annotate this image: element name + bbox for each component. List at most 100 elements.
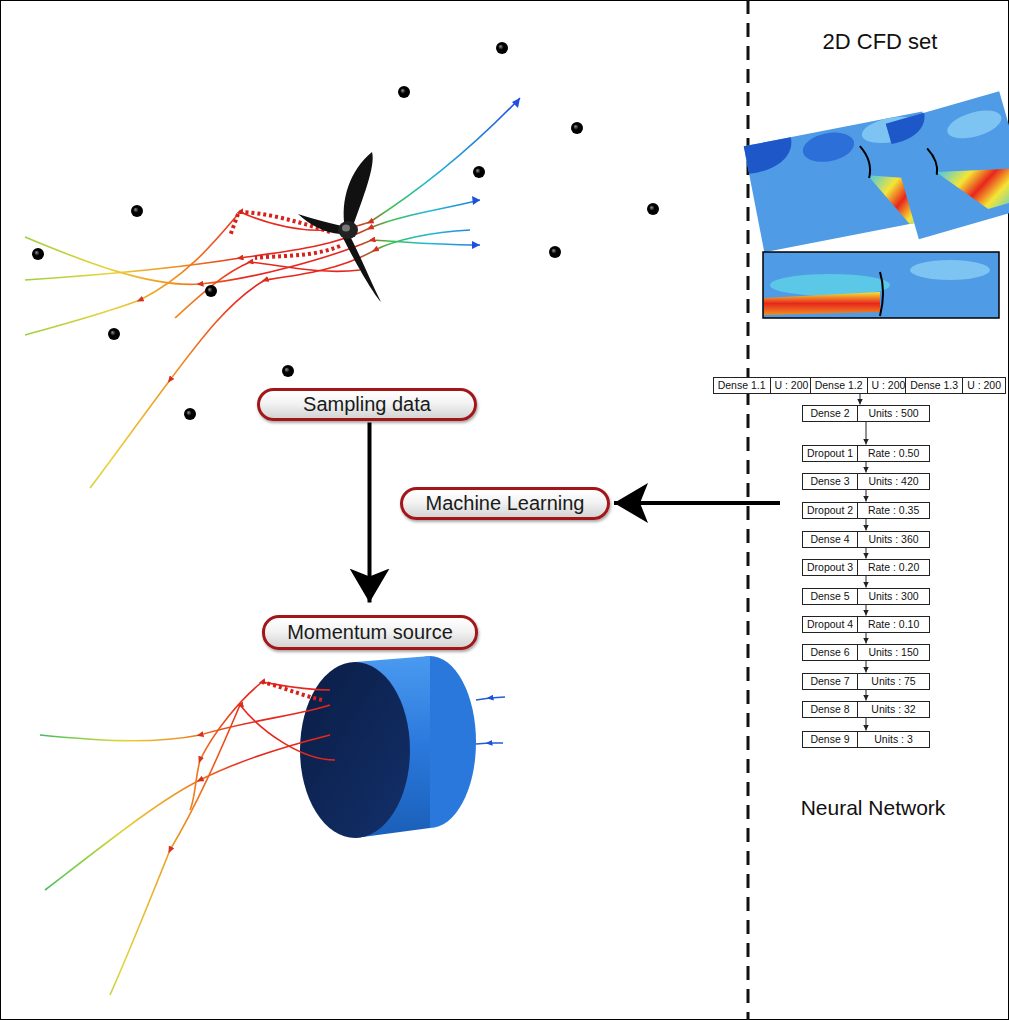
- momentum-disk: [300, 656, 476, 838]
- propeller: [342, 225, 350, 232]
- node-value: U : 200: [867, 378, 910, 393]
- node-title: Momentum source: [287, 621, 453, 644]
- node-title: Dense 4: [803, 532, 857, 547]
- layer-link: [866, 519, 867, 531]
- layer-link: [866, 690, 867, 701]
- layer-box: Dropout 1Rate : 0.50: [802, 445, 930, 462]
- node-title: Dense 7: [803, 674, 857, 689]
- node-title: Dense 1.2: [811, 378, 867, 393]
- cfd-image: [944, 105, 1004, 144]
- process-pill: Momentum source: [262, 615, 478, 650]
- probe-points: [647, 203, 659, 215]
- node-value: Units : 3: [857, 732, 929, 747]
- node-title: Machine Learning: [426, 492, 585, 515]
- disk-streamlines: [110, 705, 335, 995]
- layer-box: Dropout 4Rate : 0.10: [802, 616, 930, 633]
- streamlines: [25, 200, 480, 280]
- probe-points: [571, 122, 583, 134]
- probe-points: [496, 42, 508, 54]
- cfd-image: [744, 91, 1009, 318]
- layer-link: [859, 394, 860, 405]
- cfd-image: [886, 91, 1009, 239]
- streamlines: [90, 230, 470, 488]
- wake-dots: [230, 214, 238, 236]
- propeller: [344, 152, 373, 228]
- node-title: Dense 2: [803, 406, 857, 421]
- connectors: [370, 394, 867, 731]
- layer-box: Dense 5Units : 300: [802, 588, 930, 605]
- cfd-image: [880, 272, 883, 316]
- input-arrow: [614, 501, 780, 505]
- momentum-disk: [300, 662, 410, 838]
- layer-link: [866, 548, 867, 559]
- layer-box: Dense 2Units : 500: [802, 405, 930, 422]
- node-value: Units : 150: [857, 645, 929, 660]
- layer-box: Dense 6Units : 150: [802, 644, 930, 661]
- probe-points: [108, 328, 120, 340]
- layer-box: Dense 4Units : 360: [802, 531, 930, 548]
- cfd-image: [744, 137, 797, 174]
- cfd-image: [764, 292, 880, 315]
- layer-link: [866, 462, 867, 473]
- wake-dots: [230, 212, 340, 258]
- inflow-lines: [476, 743, 503, 744]
- node-title: Dense 3: [803, 474, 857, 489]
- node-title: Dense 5: [803, 589, 857, 604]
- layer-box: Dropout 2Rate : 0.35: [802, 502, 930, 519]
- inflow-lines: [476, 697, 505, 744]
- node-value: Units : 420: [857, 474, 929, 489]
- node-title: Dense 1.1: [714, 378, 770, 393]
- inflow-arrows: [472, 241, 480, 249]
- propeller: [338, 221, 358, 239]
- cfd-image: [936, 149, 1009, 220]
- layer-box: Dense 3Units : 420: [802, 473, 930, 490]
- node-value: Rate : 0.10: [857, 617, 929, 632]
- streamlines: [25, 98, 520, 335]
- caption-label: 2D CFD set: [823, 29, 938, 55]
- layer-link: [866, 661, 867, 673]
- inflow-arrows: [472, 98, 520, 249]
- streamlines: [25, 237, 480, 284]
- disk-streamlines: [40, 705, 330, 741]
- node-value: U : 200: [770, 378, 813, 393]
- wake-dots: [255, 246, 340, 258]
- node-title: Dense 9: [803, 732, 857, 747]
- layer-box: Dense 1.3U : 200: [905, 377, 1006, 394]
- node-value: Units : 360: [857, 532, 929, 547]
- probe-points: [473, 166, 485, 178]
- layer-box: Dense 7Units : 75: [802, 673, 930, 690]
- layer-box: Dense 1.1U : 200: [713, 377, 814, 394]
- node-value: Units : 500: [857, 406, 929, 421]
- disk-streamlines: [40, 682, 335, 995]
- node-value: Rate : 0.50: [857, 446, 929, 461]
- node-value: Units : 300: [857, 589, 929, 604]
- node-title: Dropout 1: [803, 446, 857, 461]
- section-label: 2D CFD set: [823, 29, 938, 54]
- wake-dots: [262, 682, 322, 700]
- cfd-image: [886, 91, 1009, 239]
- propeller: [342, 232, 381, 302]
- layer-link: [866, 490, 867, 502]
- node-title: Sampling data: [303, 393, 431, 416]
- layer-link: [866, 605, 867, 616]
- process-pill: Machine Learning: [400, 487, 610, 520]
- wake-dots: [262, 682, 322, 700]
- node-title: Dropout 4: [803, 617, 857, 632]
- probe-points: [549, 246, 561, 258]
- cfd-image: [886, 113, 930, 145]
- probe-points: [32, 248, 44, 260]
- cfd-image: [800, 128, 856, 165]
- layer-link: [866, 422, 867, 445]
- streamlines: [175, 262, 360, 318]
- disk-streamlines: [190, 682, 330, 810]
- inflow-arrows: [512, 98, 520, 108]
- cfd-image: [910, 260, 990, 280]
- disk-streamlines: [45, 735, 330, 890]
- caption-label: Neural Network: [801, 796, 946, 820]
- node-value: Units : 75: [857, 674, 929, 689]
- layer-box: Dense 8Units : 32: [802, 701, 930, 718]
- inflow-arrows: [472, 196, 480, 205]
- node-title: Dense 8: [803, 702, 857, 717]
